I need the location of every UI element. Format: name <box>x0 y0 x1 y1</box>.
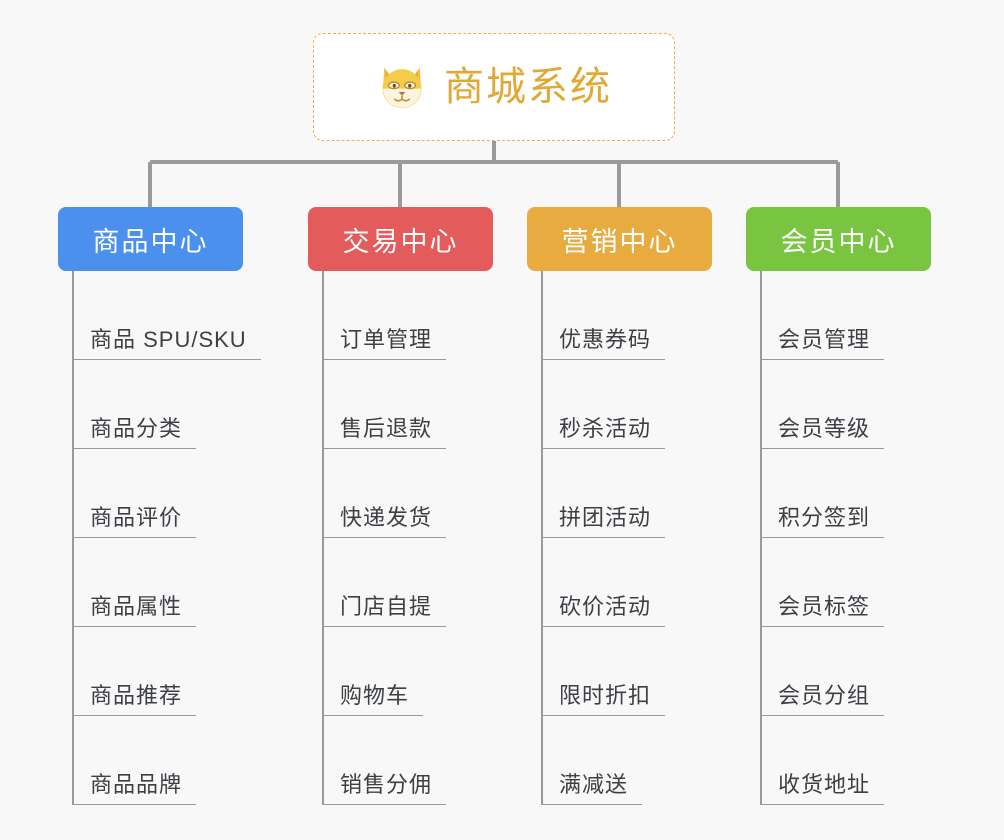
leaf-item[interactable]: 门店自提 <box>322 538 493 627</box>
leaf-underline: 商品品牌 <box>72 770 197 805</box>
leaf-underline: 购物车 <box>322 681 424 716</box>
leaf-item[interactable]: 会员等级 <box>760 360 931 449</box>
column-product-center: 商品中心 商品 SPU/SKU 商品分类 商品评价 商品属性 商品推荐 商品品牌 <box>58 207 261 805</box>
leaf-underline: 收货地址 <box>760 770 885 805</box>
leaf-label: 商品属性 <box>90 594 183 619</box>
leaf-item[interactable]: 商品分类 <box>72 360 243 449</box>
leaf-label: 售后退款 <box>340 416 433 441</box>
leaf-label: 优惠券码 <box>559 327 652 352</box>
leaf-underline: 满减送 <box>541 770 643 805</box>
leaf-item[interactable]: 商品属性 <box>72 538 243 627</box>
leaf-label: 收货地址 <box>778 772 871 797</box>
leaf-item[interactable]: 砍价活动 <box>541 538 712 627</box>
column-header-label: 交易中心 <box>342 226 459 257</box>
leaf-item[interactable]: 优惠券码 <box>541 271 712 360</box>
leaf-underline: 销售分佣 <box>322 770 447 805</box>
column-header-trade-center[interactable]: 交易中心 <box>308 207 493 271</box>
column-member-center: 会员中心 会员管理 会员等级 积分签到 会员标签 会员分组 收货地址 <box>746 207 931 805</box>
leaf-label: 会员等级 <box>778 416 871 441</box>
column-header-member-center[interactable]: 会员中心 <box>746 207 931 271</box>
leaf-label: 商品推荐 <box>90 683 183 708</box>
leaf-label: 商品评价 <box>90 505 183 530</box>
root-title: 商城系统 <box>444 65 612 109</box>
column-header-label: 营销中心 <box>561 226 678 257</box>
leaf-item[interactable]: 积分签到 <box>760 449 931 538</box>
leaf-label: 会员标签 <box>778 594 871 619</box>
leaf-item[interactable]: 销售分佣 <box>322 716 493 805</box>
leaf-underline: 优惠券码 <box>541 325 666 360</box>
leaf-underline: 限时折扣 <box>541 681 666 716</box>
leaf-underline: 商品推荐 <box>72 681 197 716</box>
leaf-underline: 门店自提 <box>322 592 447 627</box>
leaf-item[interactable]: 售后退款 <box>322 360 493 449</box>
leaf-item[interactable]: 购物车 <box>322 627 493 716</box>
leaf-item[interactable]: 商品 SPU/SKU <box>72 271 261 360</box>
leaf-item[interactable]: 拼团活动 <box>541 449 712 538</box>
leaf-item[interactable]: 限时折扣 <box>541 627 712 716</box>
column-header-label: 商品中心 <box>92 226 209 257</box>
column-header-marketing-center[interactable]: 营销中心 <box>527 207 712 271</box>
leaf-underline: 积分签到 <box>760 503 885 538</box>
leaf-label: 限时折扣 <box>559 683 652 708</box>
column-trade-center: 交易中心 订单管理 售后退款 快递发货 门店自提 购物车 销售分佣 <box>308 207 493 805</box>
leaf-list-member-center: 会员管理 会员等级 积分签到 会员标签 会员分组 收货地址 <box>760 271 931 805</box>
leaf-item[interactable]: 满减送 <box>541 716 712 805</box>
leaf-label: 拼团活动 <box>559 505 652 530</box>
column-header-product-center[interactable]: 商品中心 <box>58 207 243 271</box>
leaf-item[interactable]: 收货地址 <box>760 716 931 805</box>
leaf-label: 门店自提 <box>340 594 433 619</box>
leaf-item[interactable]: 会员标签 <box>760 538 931 627</box>
leaf-underline: 会员等级 <box>760 414 885 449</box>
leaf-item[interactable]: 会员管理 <box>760 271 931 360</box>
leaf-underline: 商品属性 <box>72 592 197 627</box>
leaf-underline: 会员标签 <box>760 592 885 627</box>
leaf-list-marketing-center: 优惠券码 秒杀活动 拼团活动 砍价活动 限时折扣 满减送 <box>541 271 712 805</box>
leaf-item[interactable]: 会员分组 <box>760 627 931 716</box>
leaf-label: 订单管理 <box>340 327 433 352</box>
leaf-item[interactable]: 快递发货 <box>322 449 493 538</box>
leaf-item[interactable]: 商品品牌 <box>72 716 243 805</box>
leaf-label: 销售分佣 <box>340 772 433 797</box>
leaf-underline: 会员管理 <box>760 325 885 360</box>
leaf-label: 会员管理 <box>778 327 871 352</box>
leaf-item[interactable]: 商品评价 <box>72 449 243 538</box>
leaf-item[interactable]: 秒杀活动 <box>541 360 712 449</box>
leaf-list-product-center: 商品 SPU/SKU 商品分类 商品评价 商品属性 商品推荐 商品品牌 <box>72 271 261 805</box>
leaf-underline: 拼团活动 <box>541 503 666 538</box>
leaf-underline: 商品分类 <box>72 414 197 449</box>
leaf-label: 商品分类 <box>90 416 183 441</box>
shiba-inu-icon <box>376 61 428 113</box>
leaf-underline: 订单管理 <box>322 325 447 360</box>
leaf-underline: 秒杀活动 <box>541 414 666 449</box>
leaf-underline: 砍价活动 <box>541 592 666 627</box>
leaf-underline: 商品 SPU/SKU <box>72 325 261 360</box>
leaf-label: 满减送 <box>559 772 629 797</box>
column-header-label: 会员中心 <box>780 226 897 257</box>
leaf-label: 商品品牌 <box>90 772 183 797</box>
leaf-label: 快递发货 <box>340 505 433 530</box>
column-marketing-center: 营销中心 优惠券码 秒杀活动 拼团活动 砍价活动 限时折扣 满减送 <box>527 207 712 805</box>
leaf-underline: 会员分组 <box>760 681 885 716</box>
leaf-item[interactable]: 订单管理 <box>322 271 493 360</box>
leaf-label: 商品 SPU/SKU <box>90 327 247 352</box>
leaf-item[interactable]: 商品推荐 <box>72 627 243 716</box>
leaf-underline: 快递发货 <box>322 503 447 538</box>
leaf-underline: 商品评价 <box>72 503 197 538</box>
root-node[interactable]: 商城系统 <box>313 33 675 141</box>
leaf-label: 砍价活动 <box>559 594 652 619</box>
leaf-label: 会员分组 <box>778 683 871 708</box>
leaf-list-trade-center: 订单管理 售后退款 快递发货 门店自提 购物车 销售分佣 <box>322 271 493 805</box>
leaf-label: 积分签到 <box>778 505 871 530</box>
leaf-label: 秒杀活动 <box>559 416 652 441</box>
leaf-underline: 售后退款 <box>322 414 447 449</box>
leaf-label: 购物车 <box>340 683 410 708</box>
